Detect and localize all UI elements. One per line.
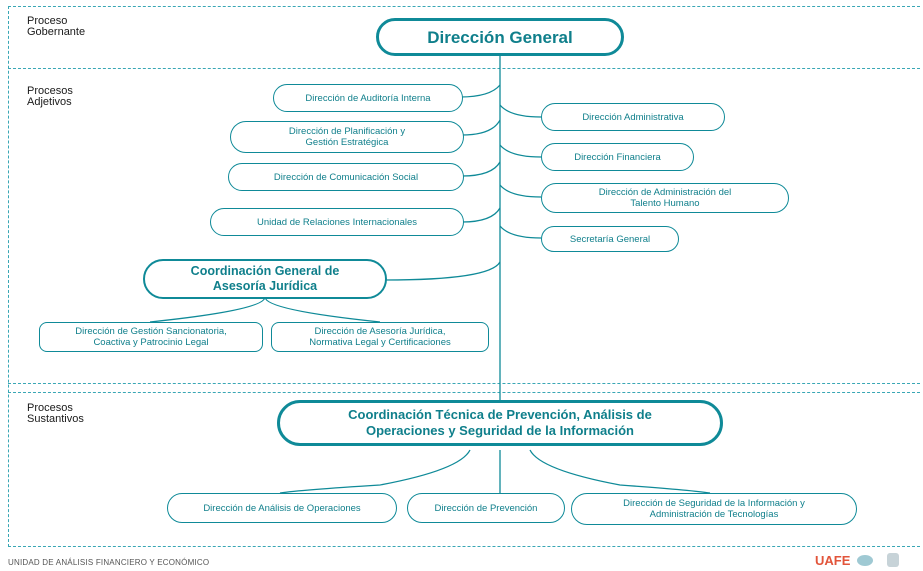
uafe-logo: UAFE — [815, 553, 851, 568]
node-coordinacion-tecnica: Coordinación Técnica de Prevención, Anál… — [277, 400, 723, 446]
section-label-adjetivos: Procesos Adjetivos — [27, 85, 73, 108]
node-asesoria-juridica: Dirección de Asesoría Jurídica, Normativ… — [271, 322, 489, 352]
footer-org-name: UNIDAD DE ANÁLISIS FINANCIERO Y ECONÓMIC… — [8, 558, 210, 567]
node-secretaria-general: Secretaría General — [541, 226, 679, 252]
node-analisis-operaciones: Dirección de Análisis de Operaciones — [167, 493, 397, 523]
node-comunicacion-social: Dirección de Comunicación Social — [228, 163, 464, 191]
node-direccion-prevencion: Dirección de Prevención — [407, 493, 565, 523]
node-auditoria-interna: Dirección de Auditoría Interna — [273, 84, 463, 112]
section-divider-sustantivos — [8, 383, 920, 384]
node-coordinacion-asesoria: Coordinación General de Asesoría Jurídic… — [143, 259, 387, 299]
node-seguridad-informacion: Dirección de Seguridad de la Información… — [571, 493, 857, 525]
section-divider-adjetivos — [8, 68, 920, 69]
frame-bottom-line — [8, 546, 920, 547]
node-direccion-financiera: Dirección Financiera — [541, 143, 694, 171]
node-relaciones-internacionales: Unidad de Relaciones Internacionales — [210, 208, 464, 236]
node-direccion-general: Dirección General — [376, 18, 624, 56]
section-label-sustantivos: Procesos Sustantivos — [27, 402, 84, 425]
section-label-gobernante: Proceso Gobernante — [27, 15, 86, 38]
section-divider-sustantivos-2 — [8, 392, 920, 393]
node-gestion-sancionatoria: Dirección de Gestión Sancionatoria, Coac… — [39, 322, 263, 352]
frame-top-line — [8, 6, 920, 7]
seal-icon — [887, 553, 899, 567]
node-planificacion: Dirección de Planificación y Gestión Est… — [230, 121, 464, 153]
frame-left-edge — [8, 6, 9, 547]
node-talento-humano: Dirección de Administración del Talento … — [541, 183, 789, 213]
node-direccion-administrativa: Dirección Administrativa — [541, 103, 725, 131]
emblem-icon — [857, 555, 873, 566]
